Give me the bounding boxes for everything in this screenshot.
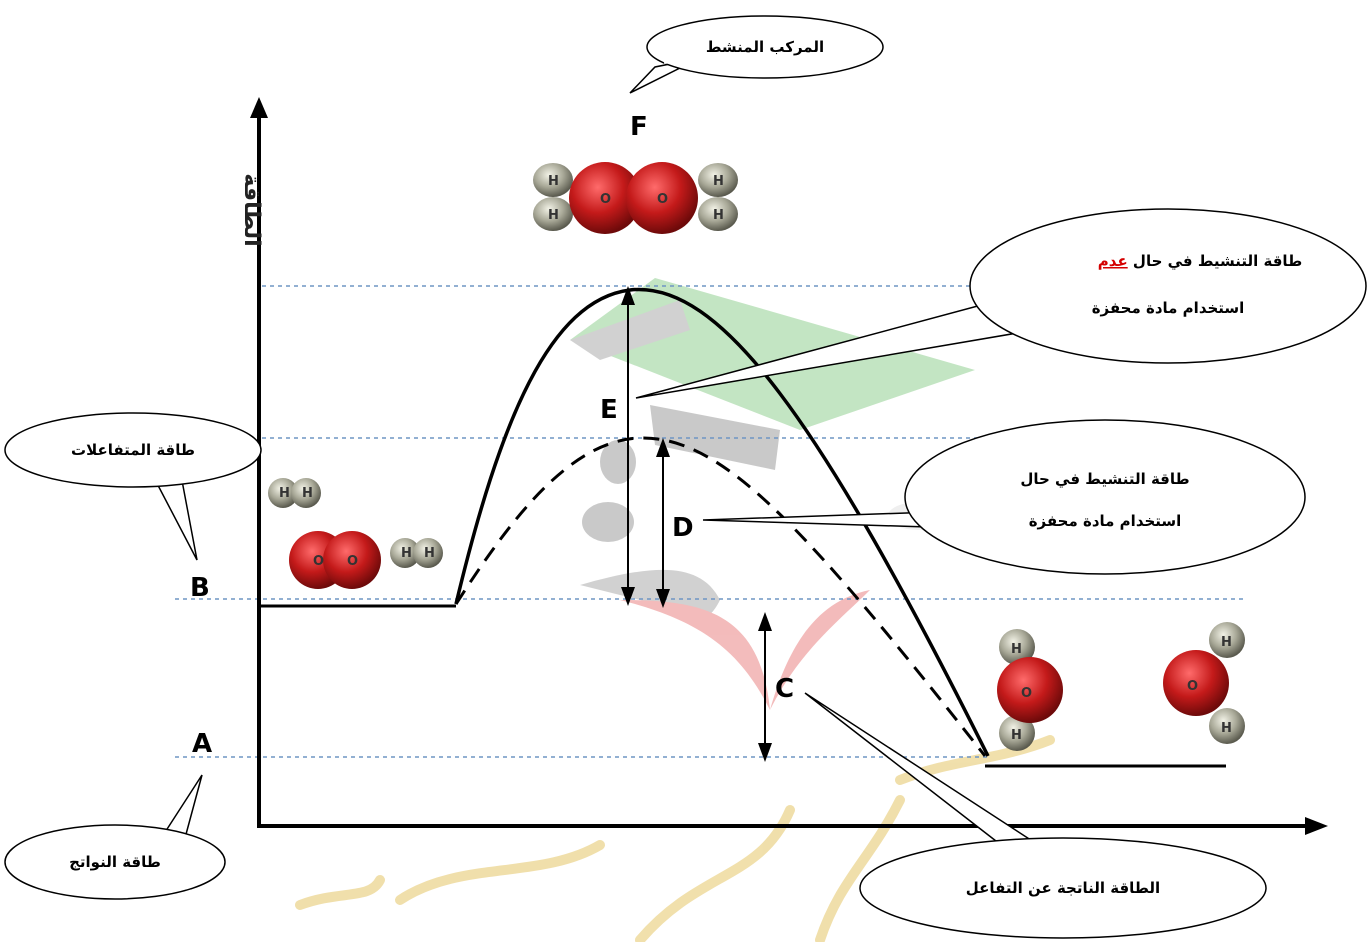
callout-reactants-energy: طاقة المتفاعلات [4, 412, 262, 561]
catalyzed-curve [454, 436, 987, 757]
water-molecule-1: H H O [997, 629, 1063, 751]
svg-text:H: H [1221, 721, 1232, 736]
callout-reaction-energy-text: الطاقة الناتجة عن التفاعل [966, 879, 1160, 897]
svg-text:H: H [548, 208, 559, 223]
callout-activated-complex: المركب المنشط [629, 15, 884, 94]
reaction-energy-arrow [758, 612, 772, 762]
svg-text:H: H [302, 486, 313, 501]
callout-activated-complex-text: المركب المنشط [706, 38, 824, 56]
letter-b: B [190, 573, 210, 603]
svg-text:O: O [1187, 679, 1198, 694]
y-axis-label: الطاقة [239, 173, 264, 246]
callout-no-catalyst: طاقة التنشيط في حال عدم استخدام مادة محف… [635, 208, 1367, 399]
svg-text:H: H [1221, 635, 1232, 650]
svg-text:H: H [1011, 728, 1022, 743]
callout-with-catalyst-line2: استخدام مادة محفزة [1029, 512, 1182, 530]
svg-text:H: H [401, 546, 412, 561]
callout-reactants-energy-text: طاقة المتفاعلات [71, 441, 195, 459]
callout-products-energy: طاقة النواتج [4, 774, 226, 900]
oxygen-molecule: O O [289, 531, 381, 589]
svg-text:O: O [313, 554, 324, 569]
letter-f: F [630, 112, 648, 142]
hydrogen-molecule-2: H H [390, 538, 443, 568]
callout-no-catalyst-line2: استخدام مادة محفزة [1092, 299, 1245, 317]
watermark-logo [570, 278, 975, 710]
activation-energy-arrow-uncatalyzed [621, 286, 635, 606]
svg-text:H: H [1011, 642, 1022, 657]
callout-reaction-energy: الطاقة الناتجة عن التفاعل [804, 692, 1267, 939]
callout-with-catalyst-line1: طاقة التنشيط في حال [1020, 470, 1189, 488]
svg-text:H: H [713, 174, 724, 189]
svg-text:O: O [347, 554, 358, 569]
x-axis-arrowhead [1305, 817, 1328, 835]
hydrogen-molecule-1: H H [268, 478, 321, 508]
callout-no-catalyst-highlight: عدم [1098, 252, 1128, 270]
callout-with-catalyst: طاقة التنشيط في حال استخدام مادة محفزة [702, 419, 1306, 575]
water-molecule-2: H H O [1163, 622, 1245, 744]
activated-complex-molecule: H H H H O O [533, 162, 738, 234]
svg-text:H: H [548, 174, 559, 189]
svg-text:O: O [657, 192, 668, 207]
svg-text:H: H [424, 546, 435, 561]
letter-a: A [192, 729, 212, 759]
letter-c: C [775, 674, 794, 704]
svg-text:H: H [279, 486, 290, 501]
svg-text:H: H [713, 208, 724, 223]
activation-energy-arrow-catalyzed [656, 438, 670, 608]
svg-text:O: O [1021, 686, 1032, 701]
callout-products-energy-text: طاقة النواتج [69, 853, 161, 871]
letter-e: E [600, 395, 618, 425]
guide-lines [175, 285, 1245, 758]
y-axis-arrowhead [250, 97, 268, 118]
callout-no-catalyst-line1: طاقة التنشيط في حال عدم [1098, 252, 1302, 270]
axes [250, 97, 1328, 835]
letter-d: D [672, 513, 694, 543]
svg-text:O: O [600, 192, 611, 207]
